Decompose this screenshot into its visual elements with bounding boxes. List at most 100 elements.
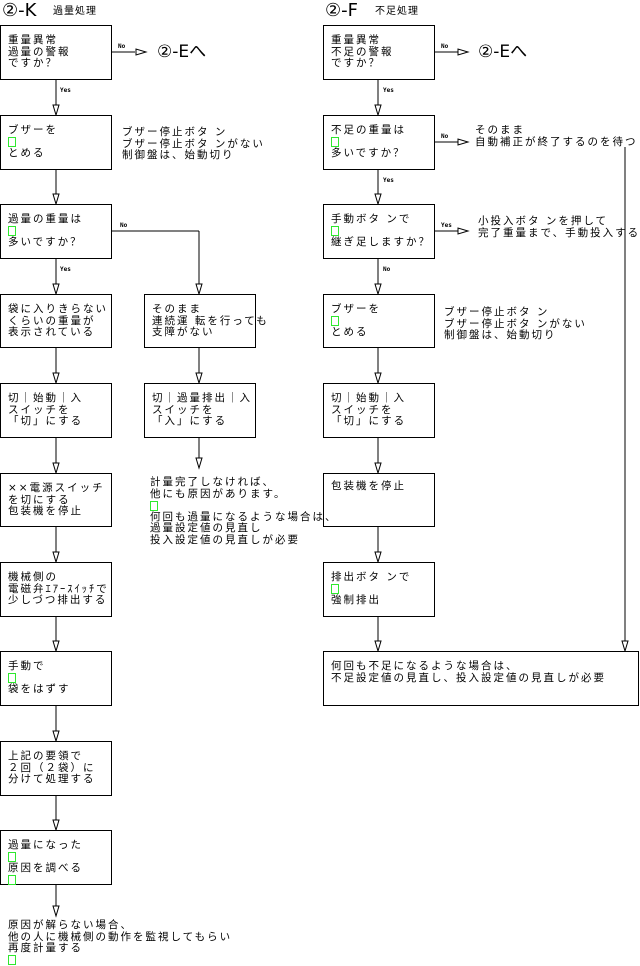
kq-text: 重量異常過量の警報ですか？ [8, 34, 71, 70]
kok-text: そのまま連続運 転を行っても支障がない [152, 303, 269, 339]
branch-label-q-no: No [441, 43, 449, 50]
kmanual-text: 手動で袋をはずす [8, 660, 71, 696]
section-f-subtitle: 不足処理 [375, 6, 419, 17]
text-line: 計量完了しなければ、 [150, 476, 275, 488]
arrow-down-icon [374, 372, 382, 385]
kbag-text: 袋に入りきらないくらいの重量が表示されている [8, 303, 108, 339]
kcause-text: 過量になった原因を調べる [8, 839, 83, 886]
kvalve-text: 機械側の電磁弁ｴｱｰｽｲｯﾁで少しづつ排出する [8, 571, 109, 607]
text-line: 電磁弁ｴｱｰｽｲｯﾁで [8, 582, 109, 595]
marker-icon [8, 955, 16, 966]
arrow-down-icon [52, 372, 60, 385]
text-line: 不足の警報 [331, 45, 394, 58]
fshort-text: 不足の重量は多いですか？ [331, 124, 406, 160]
text-line: 不足設定値の見直し、投入設定値の見直しが必要 [331, 671, 606, 684]
text-line: ブザー停止ボタ ン [122, 126, 228, 138]
text-line: 強制排出 [331, 594, 381, 606]
flow-box-fman: 手動ボタ ンで継ぎ足しますか？ [323, 204, 435, 259]
branch-label-over-yes: Yes [60, 266, 71, 273]
text-line: ××電源スイッチ [8, 482, 105, 494]
flow-box-fshort: 不足の重量は多いですか？ [323, 115, 435, 170]
arrow-down-icon [52, 193, 60, 206]
text-line: 排出ボタ ンで [331, 571, 412, 583]
text-line: ですか？ [8, 57, 58, 69]
arrow-down-icon [374, 104, 382, 117]
flow-box-kswitch: 切｜始動｜入スイッチを「切」にする [0, 383, 112, 438]
branch-label-q-yes: Yes [60, 87, 71, 94]
text-line: 過量の警報 [8, 45, 71, 58]
text-line: 手動で [8, 660, 46, 672]
arrow-down-icon [195, 283, 203, 296]
text-line: 切｜過量排出｜入 [152, 392, 252, 404]
kfinal-text: 原因が解らない場合、他の人に機械側の動作を監視してもらい再度計量する [8, 919, 232, 966]
text-line: 「切」にする [331, 415, 407, 427]
text-line: 袋をはずす [8, 683, 71, 695]
flow-box-kexh: 切｜過量排出｜入スイッチを「入」にする [144, 383, 256, 438]
flow-box-kbag: 袋に入りきらないくらいの重量が表示されている [0, 294, 112, 348]
text-line: 切｜始動｜入 [8, 392, 83, 404]
text-line: 「入」にする [152, 415, 228, 427]
text-line: 自動補正が終了するのを待つ [475, 135, 638, 148]
text-line: スイッチを [8, 403, 71, 416]
text-line: 「切」にする [8, 415, 84, 427]
marker-icon [331, 584, 339, 595]
text-line: 何回も不足になるような場合は、 [331, 660, 519, 672]
section-k-subtitle: 過量処理 [53, 6, 97, 17]
text-line: 小投入ボタ ンを押して [478, 215, 609, 227]
branch-label-q-yes: Yes [383, 87, 394, 94]
flow-box-kq: 重量異常過量の警報ですか？ [0, 25, 112, 80]
fmannote-text: 小投入ボタ ンを押して完了重量まで、手動投入する [478, 215, 640, 239]
arrow-right-icon [457, 48, 470, 56]
branch-label-man-yes: Yes [441, 222, 452, 229]
text-line: 制御盤は、始動切り [122, 149, 235, 161]
text-line: 表示されている [8, 326, 96, 338]
arrow-down-icon [374, 640, 382, 653]
flow-box-kpower: ××電源スイッチを切にする包装機を停止 [0, 473, 112, 527]
fdis-text: 排出ボタ ンで強制排出 [331, 571, 412, 607]
marker-icon [150, 500, 158, 511]
fman-text: 手動ボタ ンで継ぎ足しますか？ [331, 213, 431, 249]
flow-box-fq: 重量異常不足の警報ですか？ [323, 25, 435, 80]
text-line: 袋に入りきらない [8, 303, 108, 315]
text-line: とめる [331, 326, 369, 338]
text-line: 包装機を停止 [8, 505, 83, 517]
text-line: 原因が解らない場合、 [8, 919, 133, 931]
marker-icon [8, 875, 16, 886]
text-line: 過量の重量は [8, 213, 83, 225]
flow-box-fdis: 排出ボタ ンで強制排出 [323, 562, 435, 617]
flow-box-kmanual: 手動で袋をはずす [0, 651, 112, 706]
marker-icon [8, 673, 16, 684]
fshortnote-text: そのまま自動補正が終了するのを待つ [475, 124, 638, 148]
text-line: 切｜始動｜入 [331, 392, 406, 404]
text-line: 支障がない [152, 326, 215, 338]
text-line: 手動ボタ ンで [331, 213, 412, 225]
arrow-right-icon [457, 138, 470, 146]
text-line: 上記の要領で [8, 750, 83, 762]
marker-icon [8, 226, 16, 237]
text-line: とめる [8, 147, 46, 159]
text-line: 再度計量する [8, 942, 83, 954]
arrow-down-icon [374, 551, 382, 564]
arrow-down-icon [52, 462, 60, 475]
text-line: 原因を調べる [8, 862, 83, 874]
fstop-text: 包装機を停止 [331, 480, 406, 493]
kbuz-text: ブザーをとめる [8, 124, 58, 160]
branch-label-man-no: No [383, 266, 391, 273]
arrow-down-icon [374, 462, 382, 475]
arrow-right-icon [135, 48, 148, 56]
text-line: 多いですか？ [331, 147, 406, 159]
text-line: 不足の重量は [331, 124, 406, 136]
text-line: 分けて処理する [8, 773, 96, 785]
marker-icon [331, 226, 339, 237]
section-f-title: ②-F [325, 0, 358, 21]
kexhnote-text: 計量完了しなければ、他にも原因があります。何回も過量になるような場合は、過量設定… [150, 476, 338, 546]
goto-2e-right: ②-Eへ [478, 42, 528, 62]
text-line: 少しづつ排出する [8, 594, 108, 606]
flow-box-kbuz: ブザーをとめる [0, 115, 112, 170]
flow-box-ffinal: 何回も不足になるような場合は、不足設定値の見直し、投入設定値の見直しが必要 [323, 651, 639, 706]
marker-icon [8, 137, 16, 148]
arrow-down-icon [52, 551, 60, 564]
flow-box-fbuz: ブザーをとめる [323, 294, 435, 348]
